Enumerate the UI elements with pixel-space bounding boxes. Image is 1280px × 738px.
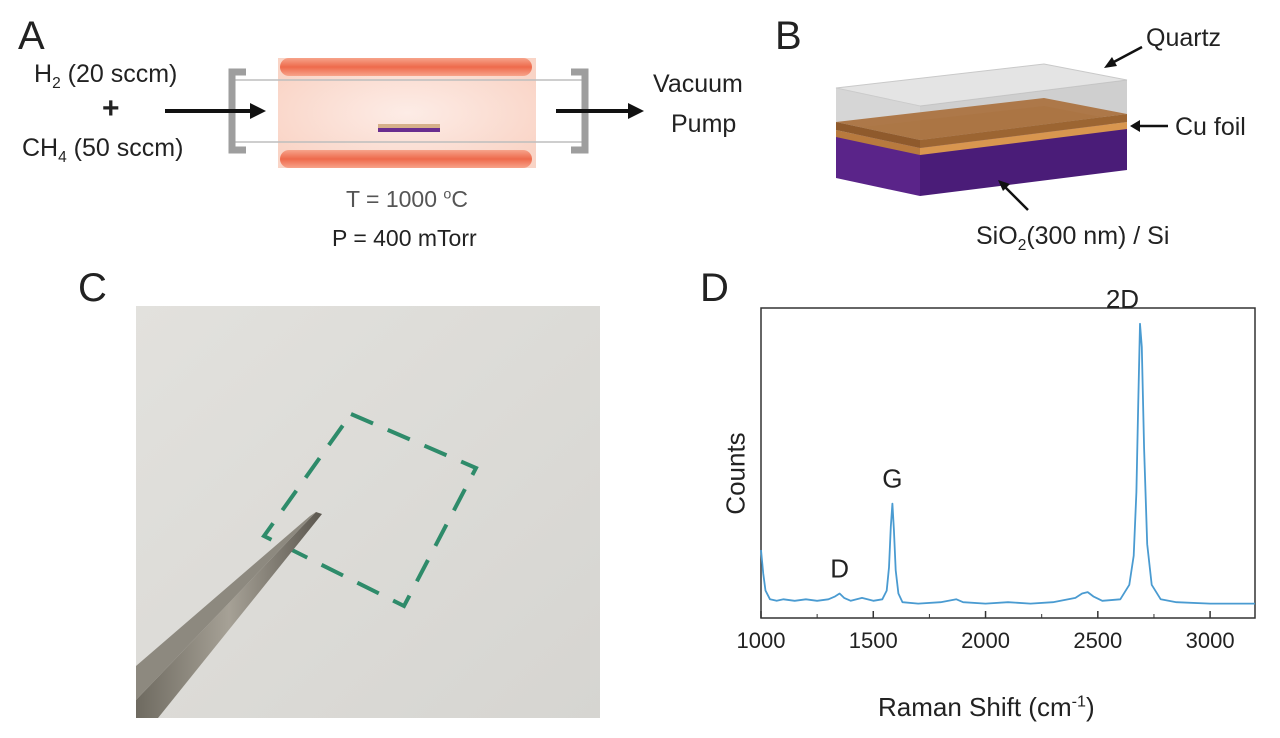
- temperature-label: T = 1000 oC: [346, 186, 468, 212]
- quartz-label: Quartz: [1146, 24, 1222, 52]
- panel-label-c: C: [78, 266, 107, 310]
- substrate-arrow: [998, 180, 1010, 191]
- x-tick-label: 2500: [1073, 628, 1122, 653]
- outlet-arrow: [628, 103, 644, 119]
- pump-label: Pump: [671, 110, 737, 138]
- graphene-sample-photo: [136, 306, 600, 718]
- cvd-furnace-diagram: [165, 58, 644, 168]
- cu-foil-arrow: [1130, 120, 1140, 132]
- raman-spectrum-chart: 1000 1500 2000 2500 3000 D G 2D: [737, 290, 1256, 653]
- substrate-label: SiO2(300 nm) / Si: [976, 222, 1170, 254]
- quartz-arrow: [1104, 57, 1117, 68]
- cu-foil-label: Cu foil: [1175, 113, 1246, 141]
- tweezers: [136, 512, 322, 718]
- inlet-arrow: [250, 103, 266, 119]
- chart-ylabel: Counts: [720, 432, 751, 515]
- panel-label-a: A: [18, 14, 45, 58]
- x-tick-label: 2000: [961, 628, 1010, 653]
- x-tick-label: 1500: [849, 628, 898, 653]
- pressure-label: P = 400 mTorr: [332, 225, 477, 251]
- furnace-hot-zone: [278, 58, 536, 168]
- h2-flow-label: H2 (20 sccm): [34, 60, 178, 92]
- chart-xlabel: Raman Shift (cm-1): [878, 692, 1095, 722]
- peak-label-d: D: [830, 554, 849, 584]
- vacuum-label: Vacuum: [653, 70, 743, 98]
- peak-label-2d: 2D: [1106, 290, 1139, 314]
- x-tick-label: 1000: [737, 628, 786, 653]
- sample-stack-diagram: [835, 45, 1168, 211]
- ch4-flow-label: CH4 (50 sccm): [22, 134, 184, 166]
- panel-label-d: D: [700, 266, 729, 310]
- panel-label-b: B: [775, 14, 802, 58]
- plus-sign: +: [102, 92, 120, 125]
- heater-bottom: [280, 150, 532, 168]
- plot-frame: [760, 307, 1256, 619]
- graphene-outline: [261, 411, 479, 609]
- x-tick-label: 3000: [1186, 628, 1235, 653]
- peak-label-g: G: [882, 464, 902, 494]
- raman-series-line: [760, 322, 1255, 605]
- heater-top: [280, 58, 532, 76]
- sample-substrate: [378, 128, 440, 132]
- sample-cu-foil: [378, 124, 440, 128]
